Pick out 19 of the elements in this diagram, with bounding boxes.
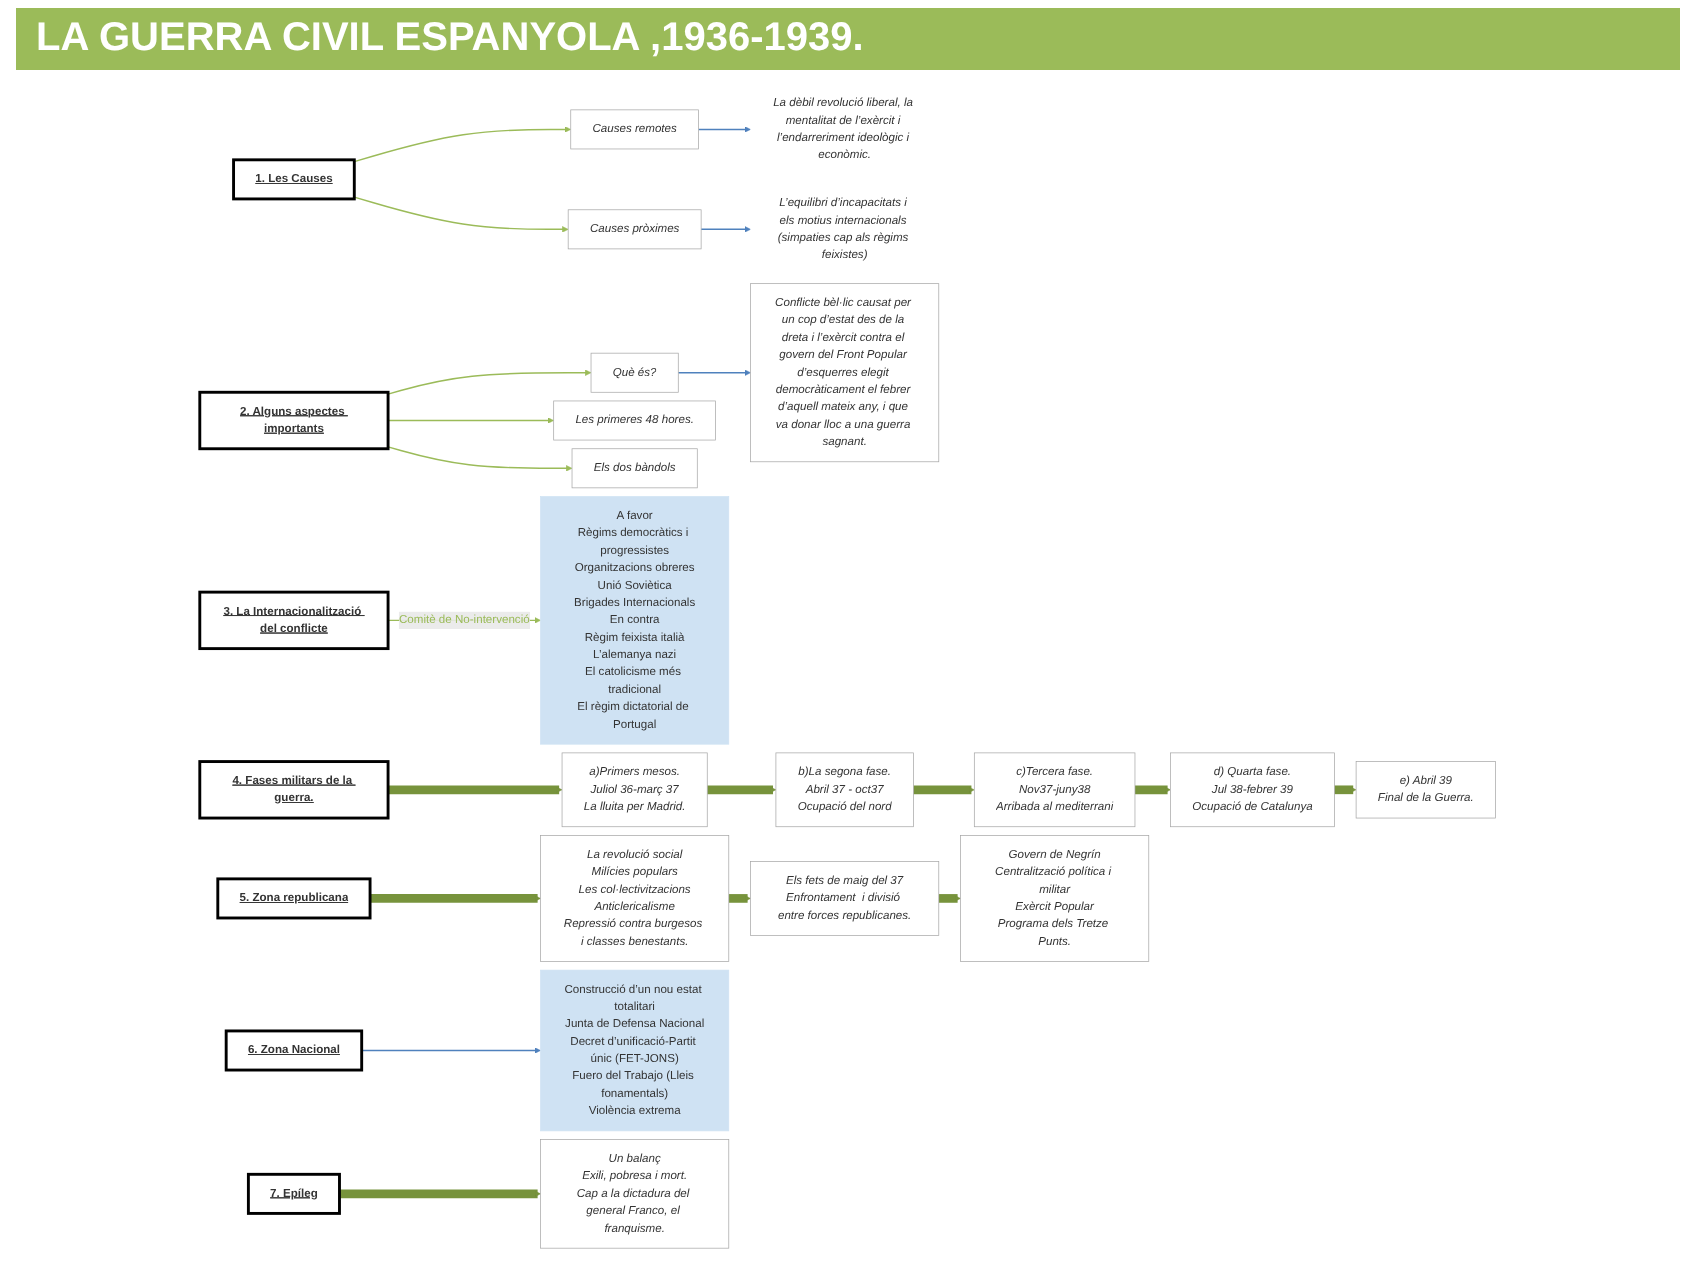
arrow bbox=[913, 785, 975, 795]
arrow bbox=[339, 1189, 542, 1199]
arrow bbox=[370, 894, 542, 903]
arrow bbox=[726, 894, 752, 903]
arrow bbox=[387, 446, 573, 472]
arrow bbox=[353, 126, 572, 163]
arrow bbox=[361, 1047, 542, 1054]
arrow bbox=[698, 126, 752, 133]
arrow bbox=[387, 417, 555, 424]
arrow bbox=[1332, 785, 1357, 795]
title-banner: LA GUERRA CIVIL ESPANYOLA ,1936-1939. bbox=[16, 8, 1680, 70]
arrow bbox=[388, 785, 563, 795]
arrow bbox=[1135, 785, 1172, 795]
arrow bbox=[677, 369, 752, 376]
arrow bbox=[700, 226, 752, 233]
arrow bbox=[936, 894, 962, 903]
arrow bbox=[353, 196, 569, 233]
arrow bbox=[707, 785, 777, 795]
arrow bbox=[387, 369, 592, 395]
